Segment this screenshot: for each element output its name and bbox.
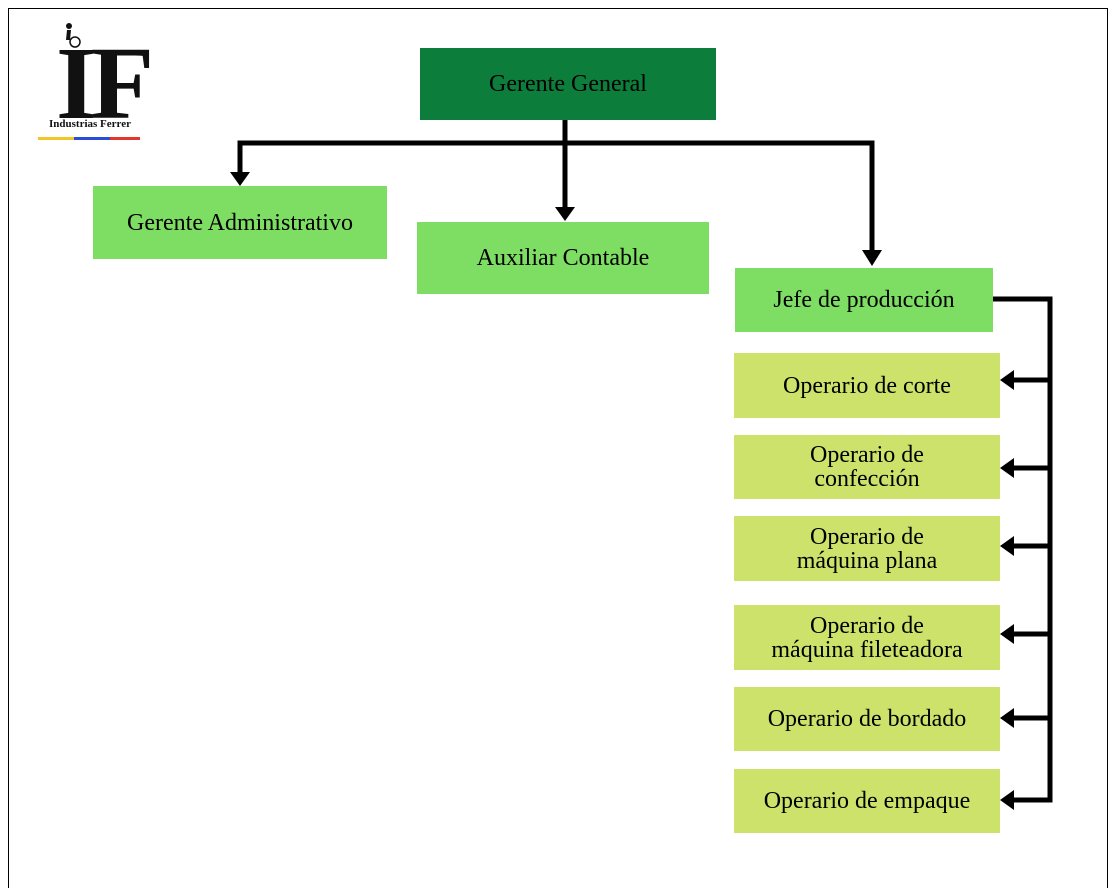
logo-brand-name: Industrias Ferrer xyxy=(49,118,131,130)
node-gerente-general: Gerente General xyxy=(420,48,716,120)
arrowhead-down-icon xyxy=(230,172,250,186)
node-operario-maquina-plana: Operario de máquina plana xyxy=(734,516,1000,581)
node-operario-maquina-fileteadora: Operario de máquina fileteadora xyxy=(734,605,1000,670)
arrowhead-down-icon xyxy=(555,207,575,221)
arrowhead-down-icon xyxy=(862,250,882,266)
diagram-frame xyxy=(8,8,1108,888)
node-operario-corte: Operario de corte xyxy=(734,353,1000,418)
arrowhead-left-icon xyxy=(1000,624,1014,644)
node-operario-bordado: Operario de bordado xyxy=(734,687,1000,751)
node-auxiliar-contable: Auxiliar Contable xyxy=(417,222,709,294)
logo-stripe-red xyxy=(110,137,140,140)
logo-figure-icon xyxy=(66,23,81,48)
logo-stripe-yellow xyxy=(38,137,74,140)
arrowhead-left-icon xyxy=(1000,708,1014,728)
company-logo: IF Industrias Ferrer xyxy=(36,22,154,144)
logo-stripe-blue xyxy=(74,137,110,140)
node-operario-empaque: Operario de empaque xyxy=(734,769,1000,833)
node-jefe-produccion: Jefe de producción xyxy=(735,268,993,332)
arrowhead-left-icon xyxy=(1000,790,1014,810)
arrowhead-left-icon xyxy=(1000,536,1014,556)
arrowhead-left-icon xyxy=(1000,370,1014,390)
node-gerente-administrativo: Gerente Administrativo xyxy=(93,186,387,259)
arrowhead-left-icon xyxy=(1000,458,1014,478)
logo-letters: IF xyxy=(56,26,154,141)
node-operario-confeccion: Operario de confección xyxy=(734,435,1000,499)
